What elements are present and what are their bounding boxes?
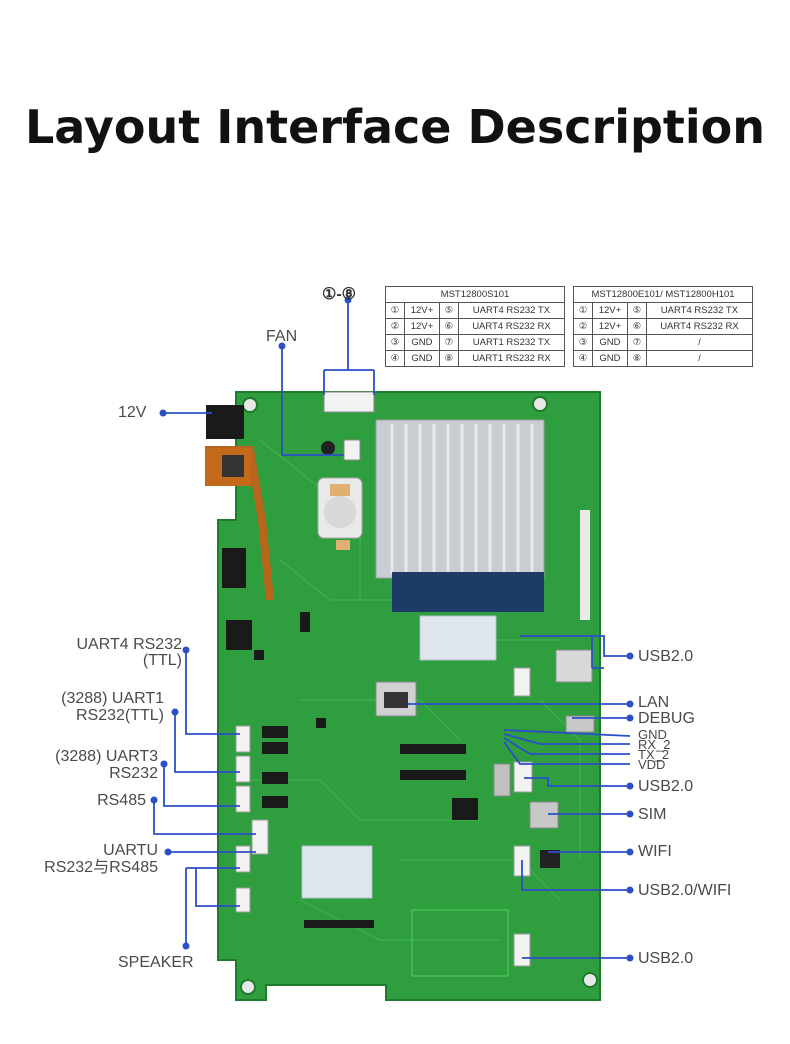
heatsink [375, 419, 545, 579]
12v-label: 12V [118, 404, 147, 421]
pin-number: ② [573, 318, 593, 335]
wifi-label: WIFI [638, 843, 672, 860]
usb-label-3: USB2.0 [638, 950, 694, 967]
pin-number: ④ [385, 350, 405, 367]
pin-function: GND [592, 350, 628, 367]
rx2-label: RX_2 [638, 737, 671, 752]
usb-header-2 [513, 761, 533, 793]
pin-number: ⑧ [438, 350, 459, 367]
table-model: MST12800S101 [385, 286, 565, 303]
page-title: Layout Interface Description [24, 100, 766, 154]
left-headers [235, 725, 269, 913]
usb-label-2: USB2.0 [638, 778, 694, 795]
pin-function: GND [404, 334, 440, 351]
lan-label: LAN [638, 694, 670, 711]
pin-function: UART4 RS232 RX [645, 318, 754, 335]
pin-number: ② [385, 318, 405, 335]
dc-jack [206, 405, 244, 439]
sim-label: SIM [638, 806, 667, 823]
usb-label-1: USB2.0 [638, 648, 694, 665]
uart1-label-line2: RS232(TTL) [75, 707, 164, 724]
chips [222, 548, 478, 820]
fpc-ribbon [419, 615, 497, 661]
pin-number: ⑥ [438, 318, 459, 335]
pin-function: 12V+ [592, 302, 628, 319]
uart4-label-line2: (TTL) [142, 652, 182, 669]
debug-port [565, 715, 595, 733]
pin-number: ⑤ [626, 302, 647, 319]
rs485-label: RS485 [97, 792, 146, 809]
usb-wifi-label: USB2.0/WIFI [638, 882, 732, 899]
fan-label: FAN [266, 328, 298, 345]
pin-function: UART4 RS232 TX [457, 302, 566, 319]
pin-function: / [645, 334, 754, 351]
pin-number: ⑤ [438, 302, 459, 319]
pin-function: 12V+ [404, 318, 440, 335]
pin-function: UART4 RS232 TX [645, 302, 754, 319]
pin-number: ⑦ [438, 334, 459, 351]
pin-number: ① [385, 302, 405, 319]
leader-dots [150, 296, 634, 962]
uart3-label-line2: RS232 [109, 765, 158, 782]
uartu-label-line2: RS232与RS485 [44, 859, 158, 876]
vdd-label: VDD [638, 757, 666, 772]
gnd-label: GND [638, 727, 667, 742]
usb-header-3 [513, 933, 531, 967]
uartu-label-line1: UARTU [103, 842, 158, 859]
pin-function: UART1 RS232 TX [457, 334, 566, 351]
pin-number: ⑧ [626, 350, 647, 367]
pin-number: ⑥ [626, 318, 647, 335]
pin-range-label: ①-⑧ [322, 286, 357, 303]
pin-function: UART4 RS232 RX [457, 318, 566, 335]
pin-number: ⑦ [626, 334, 647, 351]
debug-label: DEBUG [638, 710, 695, 727]
leader-lines [153, 300, 631, 959]
table-model: MST12800E101/ MST12800H101 [573, 286, 753, 303]
pin-function: UART1 RS232 RX [457, 350, 566, 367]
fan-connector [343, 439, 361, 461]
tx2-label: TX_2 [638, 747, 670, 762]
speaker-label: SPEAKER [118, 954, 194, 971]
core-module [392, 572, 544, 612]
pin-function: GND [592, 334, 628, 351]
pin-function: GND [404, 350, 440, 367]
uart3-label-line1: (3288) UART3 [55, 748, 158, 765]
pin-number: ③ [573, 334, 593, 351]
pin-number: ① [573, 302, 593, 319]
sim-slot [529, 801, 559, 829]
pin-function: 12V+ [592, 318, 628, 335]
uart1-label-line1: (3288) UART1 [61, 690, 164, 707]
uart4-label-line1: UART4 RS232 [76, 636, 182, 653]
pin-function: / [645, 350, 754, 367]
pin-function: 12V+ [404, 302, 440, 319]
fpc-lower [301, 845, 373, 899]
usb-port-top [555, 649, 593, 683]
mounting-holes [240, 396, 598, 995]
pin-connector-1-8 [323, 391, 375, 413]
pin-number: ④ [573, 350, 593, 367]
pin-number: ③ [385, 334, 405, 351]
